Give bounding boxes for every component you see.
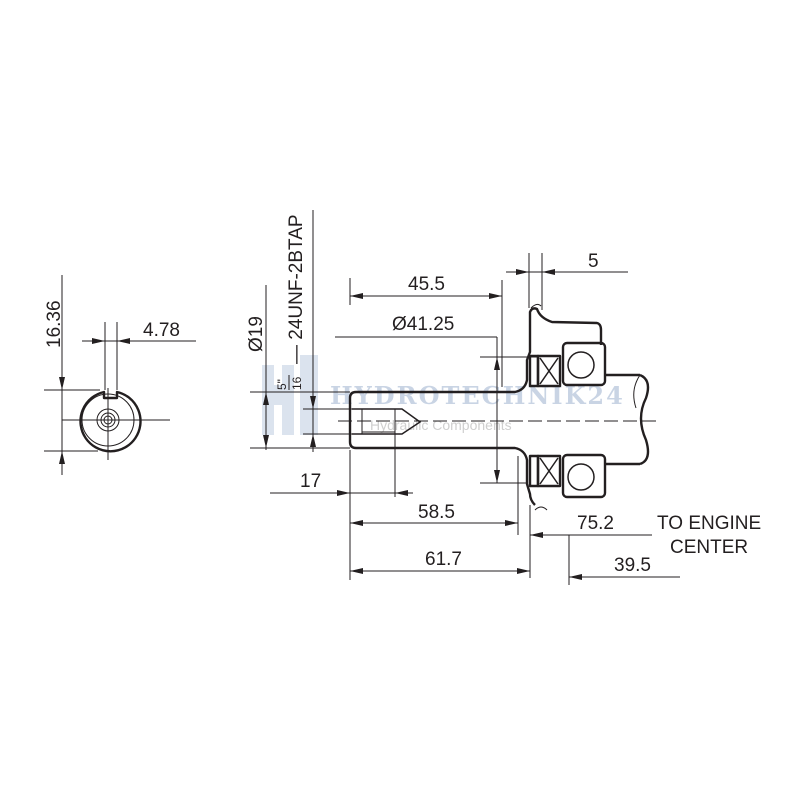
note-center: CENTER [670,537,748,558]
dim-16-36: 16.36 [44,300,65,348]
note-to-engine: TO ENGINE [657,513,761,534]
thread-fraction-numerator: 5" [275,379,289,390]
dim-39-5: 39.5 [614,555,651,576]
side-view: Ø19 5" 16 — 24UNF-2BTAP Ø41.25 45.5 5 [246,210,761,585]
thread-fraction-denominator: 16 [290,376,304,390]
end-view: 16.36 4.78 [44,275,196,475]
dim-45-5: 45.5 [408,274,445,295]
dim-5: 5 [588,251,599,272]
watermark-logo: HYDROTECHNIK24 Hydraulic Components [262,355,623,435]
dim-shaft-diameter: Ø19 [246,316,267,352]
dim-61-7: 61.7 [425,549,462,570]
dim-58-5: 58.5 [418,502,455,523]
thread-spec: — 24UNF-2BTAP [286,214,307,364]
dim-75-2: 75.2 [577,513,614,534]
dim-17: 17 [300,471,321,492]
dim-flange-diameter: Ø41.25 [392,314,454,335]
watermark-tagline: Hydraulic Components [370,417,512,433]
dim-4-78: 4.78 [143,320,180,341]
